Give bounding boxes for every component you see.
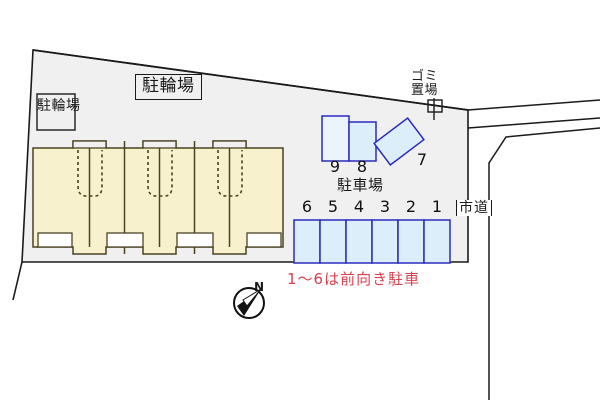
garbage-area-marker xyxy=(427,98,443,120)
compass-rose xyxy=(233,287,265,319)
stall-number-1: 1 xyxy=(431,197,443,216)
garbage-area-label-line2: 置場 xyxy=(411,82,439,98)
unit-interior-dashed-lines xyxy=(77,150,243,197)
stall-number-3: 3 xyxy=(379,197,391,216)
bicycle-parking-small-area xyxy=(36,93,76,131)
city-road-label: 市道 xyxy=(456,200,492,216)
parking-stall-9[interactable] xyxy=(321,115,350,162)
front-parking-note: 1〜6は前向き駐車 xyxy=(287,270,421,288)
stall-number-2: 2 xyxy=(405,197,417,216)
bicycle-parking-small-label: 駐輪場 xyxy=(37,98,81,114)
parking-stall-8[interactable] xyxy=(348,121,377,162)
parking-stall-7[interactable] xyxy=(373,117,425,166)
stall-number-6: 6 xyxy=(301,197,313,216)
parking-stall-row xyxy=(293,219,451,264)
car-parking-label: 駐車場 xyxy=(337,176,384,194)
stall-number-4: 4 xyxy=(353,197,365,216)
parking-stall-4[interactable] xyxy=(345,219,373,264)
parking-stall-2[interactable] xyxy=(397,219,425,264)
parking-stall-1[interactable] xyxy=(423,219,451,264)
building-top-recesses xyxy=(72,140,247,149)
compass-north-label: N xyxy=(254,280,265,294)
apartment-building xyxy=(32,140,284,255)
site-upper-edge xyxy=(32,49,469,111)
stall-number-5: 5 xyxy=(327,197,339,216)
parking-stall-6[interactable] xyxy=(293,219,321,264)
stall-number-9: 9 xyxy=(329,157,341,176)
garbage-area-label: ゴミ 置場 xyxy=(411,70,438,97)
parking-stall-5[interactable] xyxy=(319,219,347,264)
site-left-edge-extension xyxy=(12,261,23,301)
bicycle-parking-main-label: 駐輪場 xyxy=(135,74,202,100)
building-entrance-porches xyxy=(37,232,282,248)
building-outline xyxy=(32,140,284,255)
parking-stall-3[interactable] xyxy=(371,219,399,264)
city-road-boundary xyxy=(467,99,600,400)
garbage-area-label-line1: ゴミ xyxy=(411,69,439,84)
stall-number-7: 7 xyxy=(416,150,428,169)
stall-number-8: 8 xyxy=(356,157,368,176)
